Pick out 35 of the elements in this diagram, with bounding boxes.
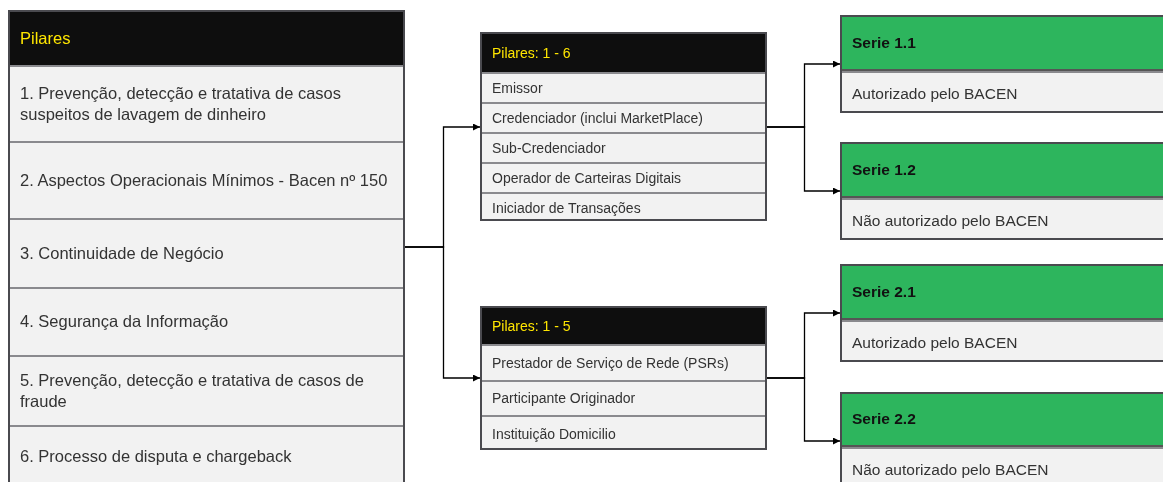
- connector-arrow: [766, 377, 841, 445]
- pillar-table: [8, 10, 405, 482]
- table-row: Autorizado pelo BACEN: [842, 320, 1163, 360]
- table-row: Prestador de Serviço de Rede (PSRs): [482, 344, 765, 380]
- table-header: Serie 2.2: [842, 394, 1163, 447]
- status-card: [840, 392, 1163, 482]
- table-header: Serie 2.1: [842, 266, 1163, 320]
- table-row: Autorizado pelo BACEN: [842, 71, 1163, 111]
- table-header: Pilares: [10, 12, 403, 65]
- table-row: Não autorizado pelo BACEN: [842, 198, 1163, 238]
- pillar-table: [480, 32, 767, 221]
- table-row: Credenciador (inclui MarketPlace): [482, 102, 765, 132]
- table-row: Instituição Domicilio: [482, 415, 765, 448]
- table-header: Pilares: 1 - 6: [482, 34, 765, 72]
- table-row: 6. Processo de disputa e chargeback: [10, 425, 403, 482]
- status-card: [840, 15, 1163, 113]
- table-row: 5. Prevenção, detecção e tratativa de casos de fraude: [10, 355, 403, 425]
- table-header: Serie 1.1: [842, 17, 1163, 71]
- connector-arrow: [766, 126, 841, 195]
- connector-arrow: [404, 246, 481, 382]
- pillar-table: [480, 306, 767, 450]
- status-card: [840, 142, 1163, 240]
- table-row: Operador de Carteiras Digitais: [482, 162, 765, 192]
- table-row: 2. Aspectos Operacionais Mínimos - Bacen nº 150: [10, 141, 403, 218]
- table-row: Participante Originador: [482, 380, 765, 415]
- table-row: Sub-Credenciador: [482, 132, 765, 162]
- table-header: Pilares: 1 - 5: [482, 308, 765, 344]
- table-row: 4. Segurança da Informação: [10, 287, 403, 355]
- table-row: Não autorizado pelo BACEN: [842, 447, 1163, 482]
- table-row: Iniciador de Transações: [482, 192, 765, 219]
- status-card: [840, 264, 1163, 362]
- table-row: 1. Prevenção, detecção e tratativa de casos suspeitos de lavagem de dinheiro: [10, 65, 403, 141]
- table-row: Emissor: [482, 72, 765, 102]
- table-row: 3. Continuidade de Negócio: [10, 218, 403, 287]
- table-header: Serie 1.2: [842, 144, 1163, 198]
